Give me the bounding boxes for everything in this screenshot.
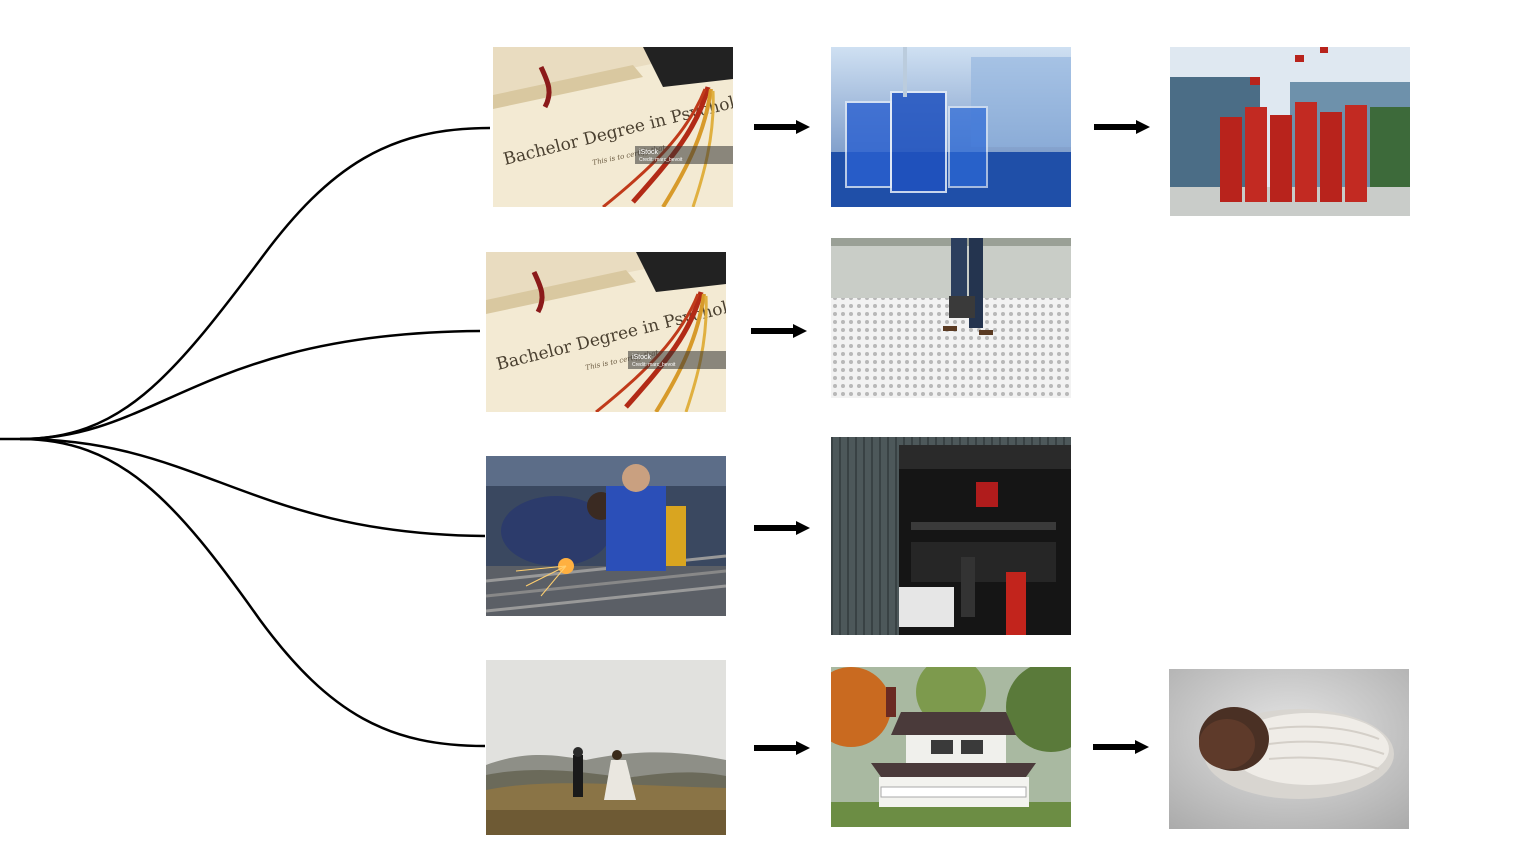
branch-education bbox=[19, 126, 491, 441]
stock-credit: Credit: marc_bevoit bbox=[639, 157, 683, 163]
arrow-right-icon bbox=[1094, 120, 1150, 134]
newborn-baby-photo bbox=[1169, 669, 1409, 829]
diploma-photo: Bachelor Degree in Psychology This is to… bbox=[493, 47, 733, 207]
wedding-couple-photo bbox=[486, 660, 726, 835]
businessperson-briefcase-photo bbox=[831, 238, 1071, 398]
graduation-cap-toss-photo bbox=[1170, 47, 1410, 216]
stock-watermark: iStock bbox=[632, 354, 652, 361]
auto-repair-garage-photo bbox=[831, 437, 1071, 635]
branch-career bbox=[19, 329, 481, 441]
welding-students-photo bbox=[486, 456, 726, 616]
arrow-right-icon bbox=[751, 324, 807, 338]
stock-credit: Credit: marc_bevoit bbox=[632, 362, 676, 368]
arrow-right-icon bbox=[1093, 740, 1149, 754]
arrow-right-icon bbox=[754, 521, 810, 535]
arrow-right-icon bbox=[754, 120, 810, 134]
branch-family bbox=[19, 437, 486, 748]
branch-trade bbox=[19, 437, 486, 538]
house-photo bbox=[831, 667, 1071, 827]
stock-watermark: iStock bbox=[639, 149, 659, 156]
diploma-photo: Bachelor Degree in Psychology This is to… bbox=[486, 252, 726, 412]
laboratory-beakers-photo bbox=[831, 47, 1071, 207]
arrow-right-icon bbox=[754, 741, 810, 755]
